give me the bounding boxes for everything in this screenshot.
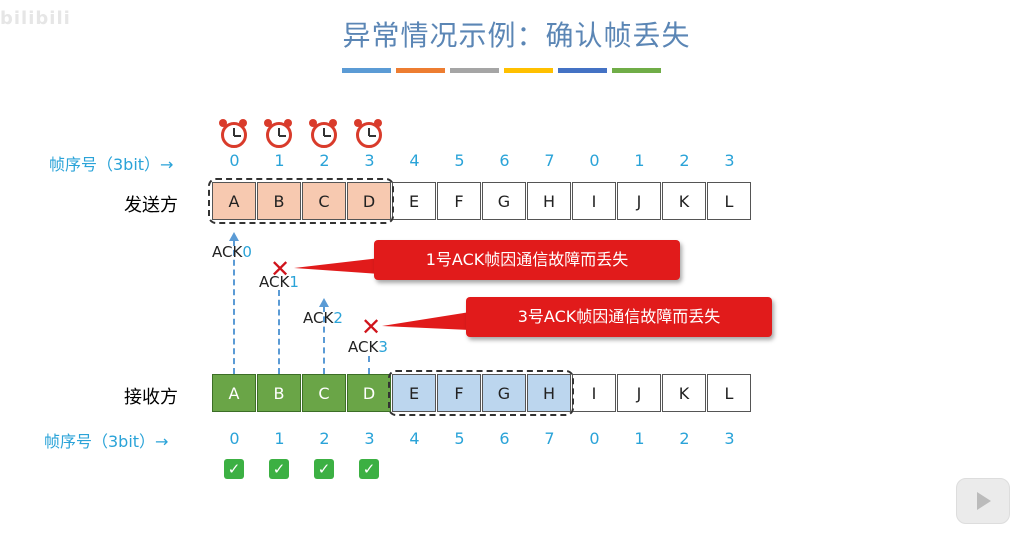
receiver-frame: F [437, 374, 481, 412]
sender-frame: L [707, 182, 751, 220]
seq-number: 5 [454, 151, 465, 170]
seq-number: 3 [724, 151, 735, 170]
check-icon: ✓ [314, 459, 334, 479]
receiver-frame: B [257, 374, 301, 412]
seq-number: 3 [364, 151, 375, 170]
receiver-frame: D [347, 374, 391, 412]
play-button[interactable] [956, 478, 1010, 524]
receiver-frame: L [707, 374, 751, 412]
color-bar-segment [558, 68, 607, 73]
arrowhead-icon [319, 298, 329, 307]
callout-pointers [294, 258, 470, 330]
receiver-frame: I [572, 374, 616, 412]
callout-pointer [294, 258, 380, 274]
seq-number: 0 [589, 151, 600, 170]
color-bar-segment [396, 68, 445, 73]
ack-line [233, 240, 235, 374]
receiver-frame: A [212, 374, 256, 412]
ack-line [368, 356, 370, 374]
seq-number: 5 [454, 429, 465, 448]
seq-number: 0 [229, 429, 240, 448]
seq-number: 0 [589, 429, 600, 448]
sender-label: 发送方 [124, 195, 178, 216]
seq-number: 1 [274, 429, 285, 448]
color-bar-segment [342, 68, 391, 73]
receiver-label: 接收方 [124, 387, 178, 408]
page-title: 异常情况示例：确认帧丢失 [342, 19, 691, 52]
seq-number: 4 [409, 429, 420, 448]
ack-label: ACK2 [303, 309, 343, 327]
color-bar-segment [450, 68, 499, 73]
bilibili-watermark: bilibili [0, 8, 71, 29]
sender-frame: D [347, 182, 391, 220]
receiver-frame: C [302, 374, 346, 412]
seq-number: 6 [499, 429, 510, 448]
seq-number: 4 [409, 151, 420, 170]
sender-frame: J [617, 182, 661, 220]
lost-ack3-callout: 3号ACK帧因通信故障而丢失 [466, 297, 772, 337]
seq-number: 7 [544, 429, 555, 448]
seq-number: 1 [634, 429, 645, 448]
sender-frame: C [302, 182, 346, 220]
ack-line [323, 306, 325, 374]
arrowhead-icon [229, 232, 239, 241]
seq-number: 1 [634, 151, 645, 170]
sender-frame: A [212, 182, 256, 220]
receiver-frame: H [527, 374, 571, 412]
sender-frame: E [392, 182, 436, 220]
seq-number: 2 [319, 429, 330, 448]
x-mark-icon: ✕ [361, 313, 382, 341]
seq-number: 2 [679, 151, 690, 170]
color-bar-segment [612, 68, 661, 73]
ack-label: ACK1 [259, 273, 299, 291]
seq-number: 3 [364, 429, 375, 448]
receiver-frame: J [617, 374, 661, 412]
receiver-frame: E [392, 374, 436, 412]
seq-number: 3 [724, 429, 735, 448]
sender-window [208, 178, 394, 224]
seq-number: 2 [319, 151, 330, 170]
color-bar-segment [504, 68, 553, 73]
receiver-frame: G [482, 374, 526, 412]
seq-number: 7 [544, 151, 555, 170]
receiver-frame: K [662, 374, 706, 412]
sender-frame: G [482, 182, 526, 220]
sender-frame: F [437, 182, 481, 220]
sender-frame: B [257, 182, 301, 220]
sender-frame: H [527, 182, 571, 220]
ack-label: ACK0 [212, 243, 252, 261]
play-icon [977, 492, 991, 510]
callout-pointer [382, 312, 470, 330]
receiver-seq-label: 帧序号（3bit）→ [44, 432, 169, 451]
seq-number: 0 [229, 151, 240, 170]
check-icon: ✓ [269, 459, 289, 479]
x-mark-icon: ✕ [270, 255, 291, 283]
sender-frame: I [572, 182, 616, 220]
ack-line [278, 290, 280, 374]
receiver-window [388, 370, 574, 416]
ack-label: ACK3 [348, 338, 388, 356]
seq-number: 1 [274, 151, 285, 170]
seq-number: 6 [499, 151, 510, 170]
check-icon: ✓ [359, 459, 379, 479]
lost-ack1-callout: 1号ACK帧因通信故障而丢失 [374, 240, 680, 280]
sender-seq-label: 帧序号（3bit）→ [49, 155, 174, 174]
sender-frame: K [662, 182, 706, 220]
seq-number: 2 [679, 429, 690, 448]
check-icon: ✓ [224, 459, 244, 479]
